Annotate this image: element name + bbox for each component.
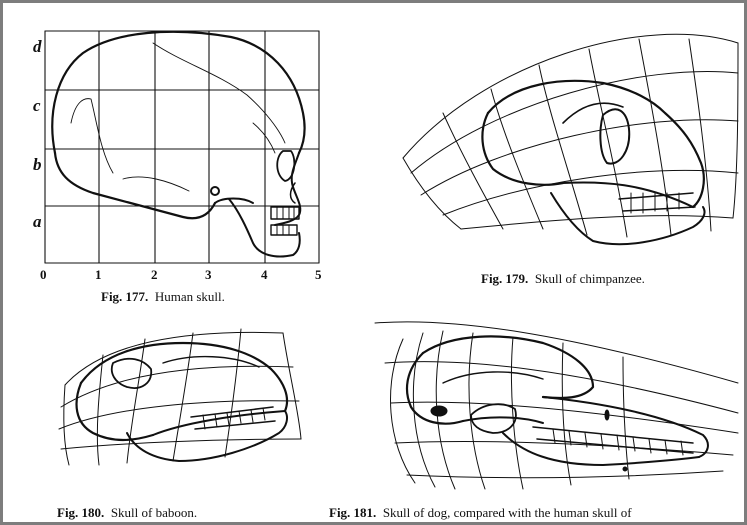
caption-fig179-number: Fig. 179. xyxy=(481,271,528,286)
x-tick-0: 0 xyxy=(40,267,47,283)
fig180-grid xyxy=(59,329,301,465)
x-tick-2: 2 xyxy=(151,267,158,283)
fig177-grid xyxy=(45,31,319,263)
caption-fig180-number: Fig. 180. xyxy=(57,505,104,520)
x-tick-3: 3 xyxy=(205,267,212,283)
caption-fig180: Fig. 180. Skull of baboon. xyxy=(57,505,197,521)
caption-fig177-text: Human skull. xyxy=(155,289,225,304)
x-tick-4: 4 xyxy=(261,267,268,283)
caption-fig177: Fig. 177. Human skull. xyxy=(101,289,225,305)
fig181-skull xyxy=(407,336,708,471)
x-tick-1: 1 xyxy=(95,267,102,283)
fig177-skull xyxy=(52,32,304,257)
y-axis-label-d: d xyxy=(33,37,42,57)
fig180-skull xyxy=(77,343,288,461)
y-axis-label-c: c xyxy=(33,96,41,116)
x-tick-5: 5 xyxy=(315,267,322,283)
caption-fig181-number: Fig. 181. xyxy=(329,505,376,520)
fig179-grid xyxy=(403,34,738,237)
caption-fig180-text: Skull of baboon. xyxy=(111,505,197,520)
y-axis-label-b: b xyxy=(33,155,42,175)
caption-fig179-text: Skull of chimpanzee. xyxy=(535,271,645,286)
caption-fig177-number: Fig. 177. xyxy=(101,289,148,304)
caption-fig181: Fig. 181. Skull of dog, compared with th… xyxy=(329,505,632,521)
fig181-grid xyxy=(375,322,738,489)
caption-fig179: Fig. 179. Skull of chimpanzee. xyxy=(481,271,645,287)
caption-fig181-text: Skull of dog, compared with the human sk… xyxy=(383,505,632,520)
skull-drawings xyxy=(3,3,744,522)
y-axis-label-a: a xyxy=(33,212,42,232)
